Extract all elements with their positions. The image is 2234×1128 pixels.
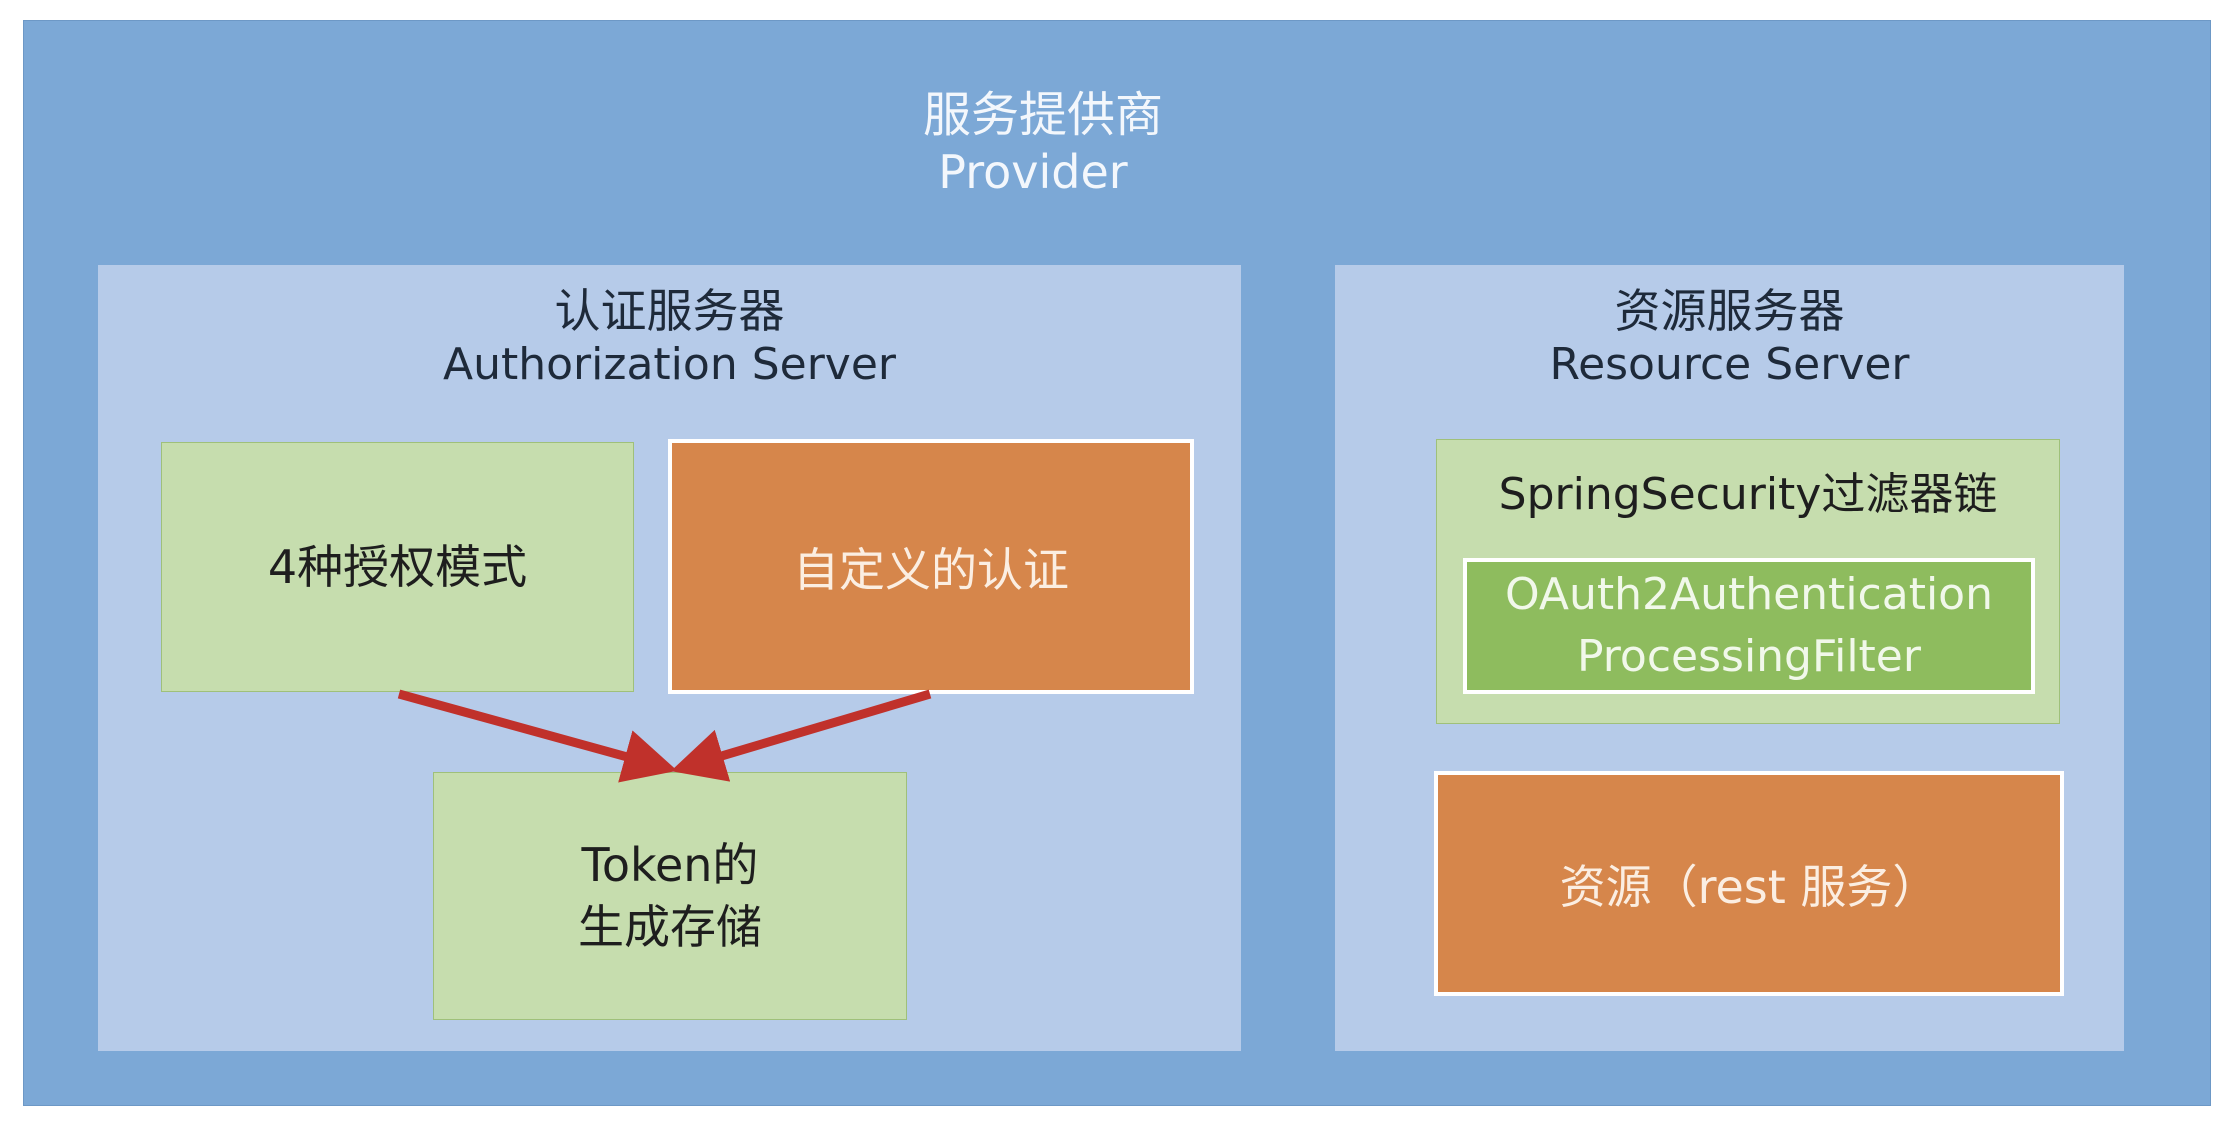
custom-auth-label: 自定义的认证: [793, 542, 1069, 597]
resource-server-title-cn: 资源服务器: [1614, 284, 1845, 338]
filter-line-1: OAuth2Authentication: [1505, 569, 1993, 620]
grant-modes-box: 4种授权模式: [161, 442, 634, 692]
custom-auth-box: 自定义的认证: [668, 439, 1194, 694]
arrow-custom-to-token: [670, 689, 932, 782]
filter-line-2: ProcessingFilter: [1577, 631, 1921, 682]
grant-modes-label: 4种授权模式: [267, 540, 528, 594]
resource-label: 资源（rest 服务）: [1559, 859, 1939, 914]
auth-server-title-cn: 认证服务器: [554, 284, 785, 338]
arrow-grant-to-token: [397, 689, 678, 783]
provider-title-en: Provider: [938, 145, 1128, 199]
oauth2-filter-box: OAuth2Authentication ProcessingFilter: [1463, 558, 2035, 694]
auth-server-title-en: Authorization Server: [443, 339, 896, 390]
provider-title-cn: 服务提供商: [922, 87, 1163, 143]
filter-chain-label: SpringSecurity过滤器链: [1498, 469, 1998, 520]
token-storage-box: Token的 生成存储: [433, 772, 907, 1020]
resource-box: 资源（rest 服务）: [1434, 771, 2064, 996]
token-line-2: 生成存储: [578, 900, 762, 954]
resource-server-title-en: Resource Server: [1549, 339, 1910, 390]
token-line-1: Token的: [581, 838, 759, 892]
